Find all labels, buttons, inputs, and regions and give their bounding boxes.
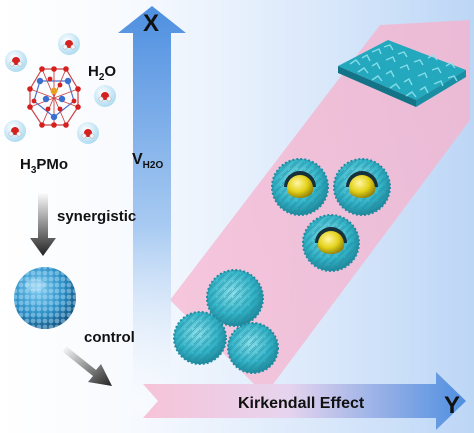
x-axis-arrow bbox=[118, 6, 186, 410]
synergistic-label: synergistic bbox=[57, 208, 136, 225]
yolk-shell-icon bbox=[302, 214, 360, 272]
yolk-shell-icon bbox=[271, 158, 329, 216]
water-label: H2O bbox=[88, 63, 116, 83]
nanoflower-icon bbox=[173, 311, 227, 365]
water-molecules bbox=[4, 33, 116, 144]
down-arrow-icon bbox=[30, 192, 56, 256]
water-molecule-icon bbox=[94, 85, 116, 107]
water-molecule-icon bbox=[4, 120, 26, 142]
y-axis-label: Y bbox=[444, 392, 460, 419]
kirkendall-effect-label: Kirkendall Effect bbox=[238, 395, 365, 412]
nanoflower-icon bbox=[227, 322, 279, 374]
nanosphere-icon bbox=[14, 267, 76, 329]
yolk-shell-icon bbox=[333, 158, 391, 216]
y-axis-arrow bbox=[143, 372, 466, 430]
v-h2o-label: VH2O bbox=[132, 151, 163, 171]
nanosheet-icon bbox=[338, 40, 466, 107]
water-molecule-icon bbox=[77, 122, 99, 144]
control-label: control bbox=[84, 329, 135, 346]
polyoxometalate-cluster-icon bbox=[27, 66, 81, 128]
down-arrow-icon bbox=[63, 346, 112, 386]
cluster-label: H3PMo bbox=[20, 156, 68, 176]
x-axis-label: X bbox=[143, 10, 159, 37]
water-molecule-icon bbox=[58, 33, 80, 55]
nanoflower-group bbox=[173, 269, 279, 374]
water-molecule-icon bbox=[5, 50, 27, 72]
nanoflower-icon bbox=[206, 269, 264, 327]
yolk-shell-group bbox=[271, 158, 391, 272]
